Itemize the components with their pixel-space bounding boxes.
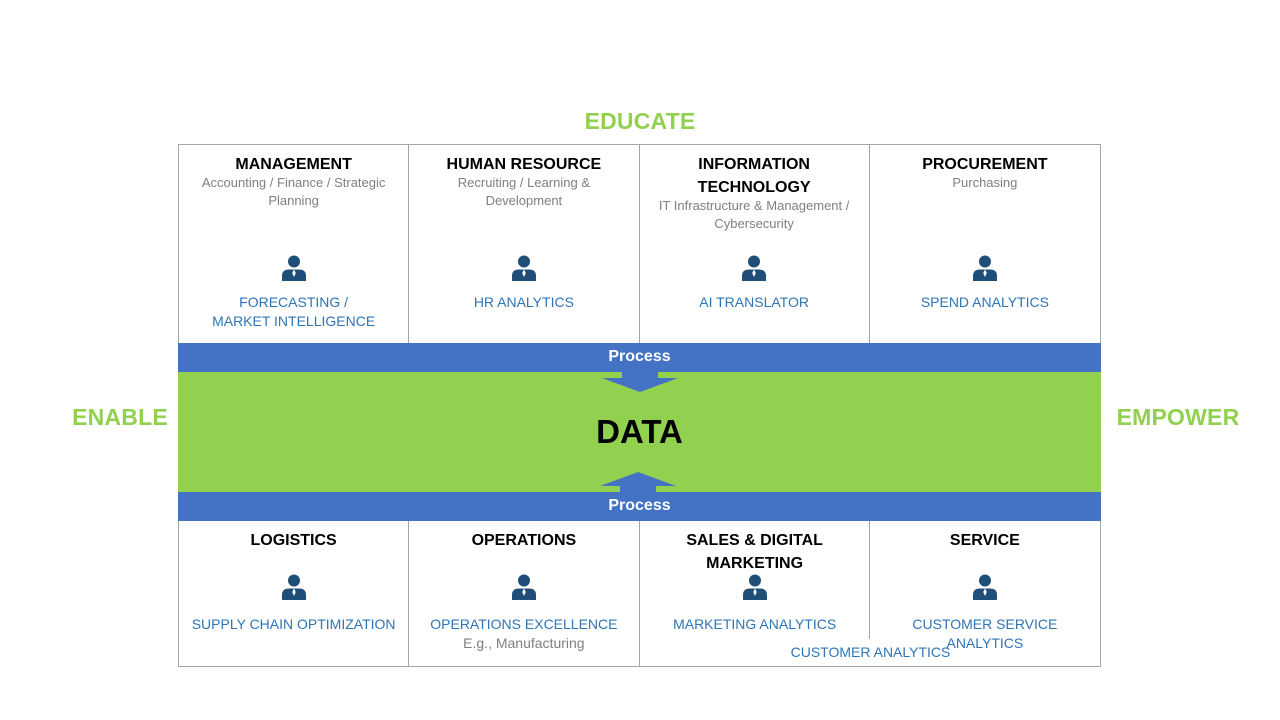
department-subtitle: Recruiting / Learning & Development — [457, 175, 590, 208]
analytics-role-ai-translator: AI TRANSLATOR — [699, 294, 809, 310]
department-title: HUMAN RESOURCE — [446, 156, 602, 173]
department-human-resource: HUMAN RESOURCE Recruiting / Learning & D… — [409, 145, 640, 344]
department-operations: OPERATIONS OPERATIONS EXCELLENCE E.g., M… — [409, 521, 640, 666]
bottom-departments-grid: LOGISTICS SUPPLY CHAIN OPTIMIZATION OPER… — [178, 521, 1101, 667]
department-title: SERVICE — [949, 532, 1020, 549]
arrow-down-icon — [602, 370, 678, 392]
data-label: DATA — [596, 413, 683, 450]
department-title: LOGISTICS — [250, 532, 337, 549]
analytics-role-spend: SPEND ANALYTICS — [920, 294, 1049, 310]
department-logistics: LOGISTICS SUPPLY CHAIN OPTIMIZATION — [179, 521, 410, 666]
analytics-role-customer-service: CUSTOMER SERVICE ANALYTICS — [912, 616, 1058, 651]
operations-note: E.g., Manufacturing — [463, 635, 585, 651]
department-sales-digital-marketing: SALES & DIGITAL MARKETING MARKETING ANAL… — [640, 521, 870, 666]
department-title: INFORMATION TECHNOLOGY — [697, 156, 811, 196]
analytics-role-hr: HR ANALYTICS — [473, 294, 574, 310]
department-title: PROCUREMENT — [922, 156, 1048, 173]
person-icon — [742, 255, 767, 281]
person-icon — [972, 574, 997, 600]
department-subtitle: Accounting / Finance / Strategic Plannin… — [201, 175, 386, 208]
department-management: MANAGEMENT Accounting / Finance / Strate… — [179, 145, 410, 344]
department-service: SERVICE CUSTOMER SERVICE ANALYTICS — [870, 521, 1100, 666]
top-departments-grid: MANAGEMENT Accounting / Finance / Strate… — [178, 144, 1101, 344]
analytics-role-customer: CUSTOMER ANALYTICS — [790, 644, 951, 660]
analytics-role-operations-excellence: OPERATIONS EXCELLENCE — [430, 616, 618, 632]
department-title: OPERATIONS — [471, 532, 577, 549]
process-bar-bottom: Process — [178, 492, 1101, 521]
educate-label: EDUCATE — [584, 108, 696, 134]
department-procurement: PROCUREMENT Purchasing SPEND ANALYTICS — [870, 145, 1100, 344]
person-icon — [742, 574, 767, 600]
process-bar-top: Process — [178, 343, 1101, 372]
column-divider — [869, 521, 870, 639]
empower-label: EMPOWER — [1116, 404, 1240, 430]
department-information-technology: INFORMATION TECHNOLOGY IT Infrastructure… — [640, 145, 870, 344]
arrow-up-icon — [600, 472, 676, 494]
department-subtitle: IT Infrastructure & Management / Cyberse… — [658, 198, 850, 231]
enable-label: ENABLE — [72, 404, 168, 430]
department-title: SALES & DIGITAL MARKETING — [686, 532, 823, 572]
analytics-role-forecasting: FORECASTING / MARKET INTELLIGENCE — [185, 293, 402, 331]
person-icon — [972, 255, 997, 281]
department-title: MANAGEMENT — [235, 156, 352, 173]
person-icon — [281, 574, 306, 600]
person-icon — [511, 255, 536, 281]
person-icon — [511, 574, 536, 600]
department-subtitle: Purchasing — [952, 175, 1018, 190]
analytics-role-supply-chain: SUPPLY CHAIN OPTIMIZATION — [191, 616, 396, 632]
person-icon — [281, 255, 306, 281]
role-line-1: FORECASTING / — [239, 294, 349, 310]
role-line-2: MARKET INTELLIGENCE — [212, 313, 376, 329]
analytics-role-marketing: MARKETING ANALYTICS — [673, 616, 837, 632]
